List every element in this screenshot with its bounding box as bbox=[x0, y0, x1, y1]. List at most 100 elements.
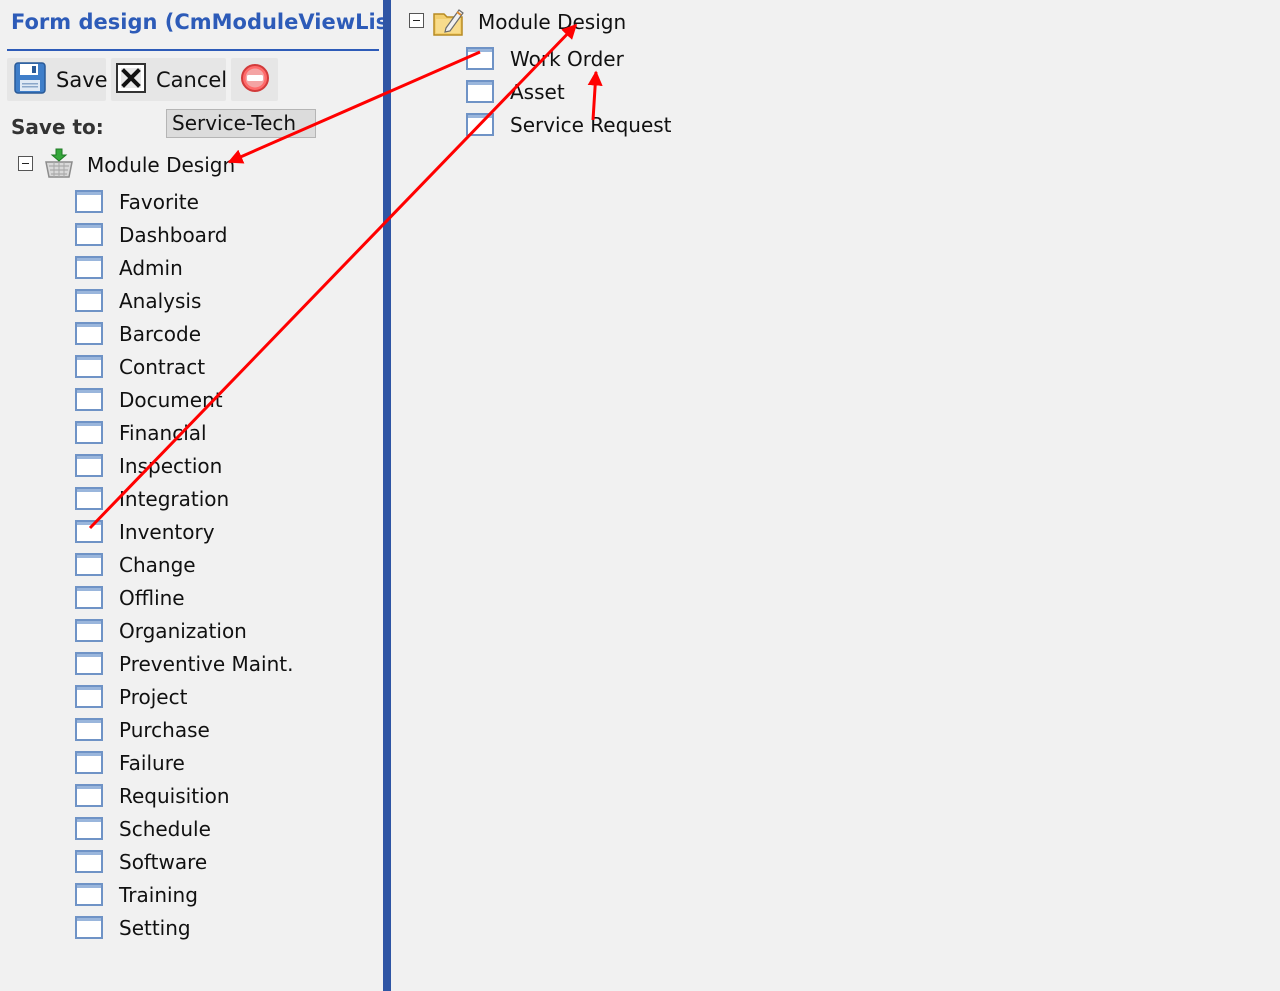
left-tree-item[interactable]: Setting bbox=[75, 911, 293, 944]
left-tree-item-label: Software bbox=[119, 849, 208, 874]
window-icon bbox=[75, 421, 103, 444]
left-tree-item[interactable]: Financial bbox=[75, 416, 293, 449]
left-tree-item[interactable]: Requisition bbox=[75, 779, 293, 812]
window-icon bbox=[75, 685, 103, 708]
left-tree-item[interactable]: Change bbox=[75, 548, 293, 581]
window-icon bbox=[75, 190, 103, 213]
basket-download-icon bbox=[43, 147, 75, 183]
left-tree-item[interactable]: Integration bbox=[75, 482, 293, 515]
right-panel bbox=[391, 0, 1280, 991]
window-icon bbox=[75, 487, 103, 510]
left-tree-item[interactable]: Failure bbox=[75, 746, 293, 779]
left-tree-item[interactable]: Software bbox=[75, 845, 293, 878]
panel-splitter[interactable] bbox=[383, 0, 391, 991]
right-tree-item[interactable]: Service Request bbox=[466, 108, 672, 141]
left-tree-item[interactable]: Contract bbox=[75, 350, 293, 383]
delete-button[interactable] bbox=[231, 58, 278, 101]
left-tree-collapse-toggle[interactable] bbox=[18, 156, 33, 171]
left-tree-item[interactable]: Dashboard bbox=[75, 218, 293, 251]
left-tree-item[interactable]: Favorite bbox=[75, 185, 293, 218]
form-title: Form design (CmModuleViewList) bbox=[11, 10, 408, 34]
right-tree-collapse-toggle[interactable] bbox=[409, 13, 424, 28]
left-tree-item-label: Purchase bbox=[119, 717, 210, 742]
left-tree-item[interactable]: Inspection bbox=[75, 449, 293, 482]
window-icon bbox=[75, 718, 103, 741]
left-panel: Form design (CmModuleViewList) Save bbox=[0, 0, 408, 991]
left-tree-item-label: Inspection bbox=[119, 453, 223, 478]
left-tree-item-label: Training bbox=[119, 882, 198, 907]
left-tree-item-label: Requisition bbox=[119, 783, 230, 808]
right-tree-item[interactable]: Work Order bbox=[466, 42, 672, 75]
left-tree-item-label: Integration bbox=[119, 486, 230, 511]
left-tree-item[interactable]: Training bbox=[75, 878, 293, 911]
cancel-button[interactable]: Cancel bbox=[111, 58, 228, 101]
left-tree-item-label: Change bbox=[119, 552, 196, 577]
window-icon bbox=[466, 113, 494, 136]
left-tree-item-label: Inventory bbox=[119, 519, 215, 544]
left-tree-item-label: Document bbox=[119, 387, 223, 412]
cancel-button-label: Cancel bbox=[156, 67, 228, 92]
left-tree-item-label: Financial bbox=[119, 420, 207, 445]
left-tree-item-label: Dashboard bbox=[119, 222, 228, 247]
right-tree-item[interactable]: Asset bbox=[466, 75, 672, 108]
window-icon bbox=[75, 388, 103, 411]
left-tree-item-label: Barcode bbox=[119, 321, 201, 346]
window-icon bbox=[75, 652, 103, 675]
window-icon bbox=[75, 256, 103, 279]
save-to-field[interactable]: Service-Tech bbox=[166, 109, 316, 138]
window-icon bbox=[75, 454, 103, 477]
right-tree-item-label: Asset bbox=[510, 79, 565, 104]
left-tree-item[interactable]: Barcode bbox=[75, 317, 293, 350]
window-icon bbox=[466, 47, 494, 70]
save-button-label: Save bbox=[56, 67, 108, 92]
window-icon bbox=[75, 619, 103, 642]
left-tree-item[interactable]: Analysis bbox=[75, 284, 293, 317]
left-tree-item-label: Project bbox=[119, 684, 188, 709]
left-tree-item-label: Contract bbox=[119, 354, 206, 379]
save-to-label: Save to: bbox=[11, 115, 104, 139]
left-tree-item-label: Failure bbox=[119, 750, 185, 775]
left-tree-item[interactable]: Admin bbox=[75, 251, 293, 284]
left-tree-item-label: Preventive Maint. bbox=[119, 651, 294, 676]
left-tree-item-label: Offline bbox=[119, 585, 185, 610]
window-icon bbox=[466, 80, 494, 103]
window-icon bbox=[75, 289, 103, 312]
window-icon bbox=[75, 355, 103, 378]
folder-edit-icon bbox=[432, 4, 466, 42]
left-tree-item-label: Organization bbox=[119, 618, 247, 643]
left-tree-item[interactable]: Offline bbox=[75, 581, 293, 614]
left-tree-item[interactable]: Project bbox=[75, 680, 293, 713]
left-tree-item-label: Favorite bbox=[119, 189, 199, 214]
save-button[interactable]: Save bbox=[7, 58, 108, 101]
left-tree-item-label: Schedule bbox=[119, 816, 211, 841]
left-tree-item-label: Analysis bbox=[119, 288, 202, 313]
right-tree-item-label: Work Order bbox=[510, 46, 624, 71]
window-icon bbox=[75, 223, 103, 246]
left-tree-item[interactable]: Schedule bbox=[75, 812, 293, 845]
right-tree-item-label: Service Request bbox=[510, 112, 672, 137]
left-tree-item[interactable]: Purchase bbox=[75, 713, 293, 746]
left-tree-root-label[interactable]: Module Design bbox=[87, 153, 236, 177]
window-icon bbox=[75, 916, 103, 939]
left-tree-item[interactable]: Document bbox=[75, 383, 293, 416]
left-tree-item[interactable]: Preventive Maint. bbox=[75, 647, 293, 680]
window-icon bbox=[75, 751, 103, 774]
window-icon bbox=[75, 850, 103, 873]
window-icon bbox=[75, 553, 103, 576]
floppy-disk-icon bbox=[14, 61, 46, 98]
left-tree-item-label: Admin bbox=[119, 255, 183, 280]
close-x-icon bbox=[116, 62, 146, 97]
window-icon bbox=[75, 322, 103, 345]
window-icon bbox=[75, 784, 103, 807]
left-tree-item[interactable]: Inventory bbox=[75, 515, 293, 548]
left-tree-item-label: Setting bbox=[119, 915, 191, 940]
right-tree-root-label[interactable]: Module Design bbox=[478, 10, 627, 34]
red-stop-icon bbox=[240, 63, 270, 97]
left-tree-item[interactable]: Organization bbox=[75, 614, 293, 647]
window-icon bbox=[75, 883, 103, 906]
window-icon bbox=[75, 586, 103, 609]
window-icon bbox=[75, 817, 103, 840]
